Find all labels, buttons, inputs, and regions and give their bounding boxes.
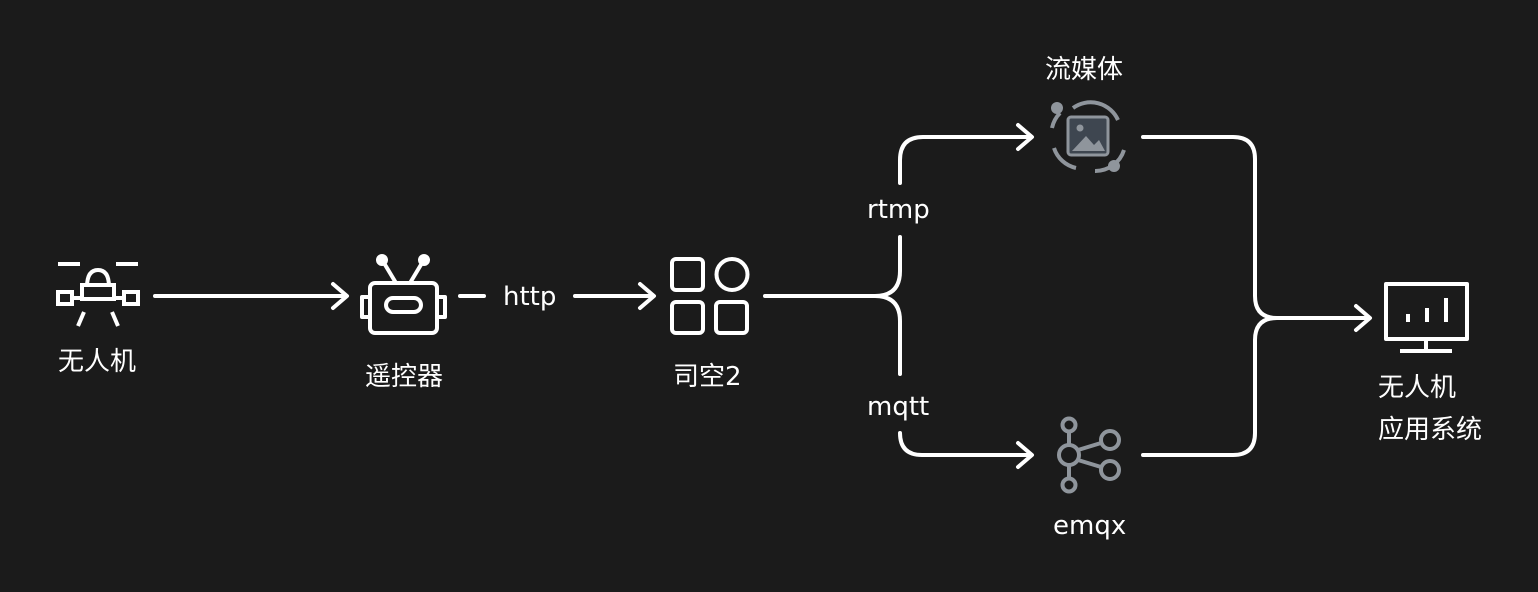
app-label-line2: 应用系统 bbox=[1378, 415, 1483, 445]
emqx-label: emqx bbox=[1053, 511, 1127, 541]
mqtt-edge-label: mqtt bbox=[867, 392, 930, 422]
brace-lower bbox=[873, 294, 902, 376]
hub-network-icon bbox=[1057, 416, 1121, 494]
app-label: 无人机 应用系统 bbox=[1378, 367, 1482, 451]
sikong-label: 司空2 bbox=[673, 362, 742, 392]
merge-from-emqx bbox=[1141, 316, 1279, 457]
brace-upper bbox=[873, 235, 902, 298]
streaming-label: 流媒体 bbox=[1045, 55, 1124, 85]
branch-rtmp-top bbox=[898, 135, 1032, 185]
http-edge-label: http bbox=[503, 282, 557, 312]
robot-icon bbox=[360, 254, 447, 335]
rtmp-edge-label: rtmp bbox=[867, 195, 930, 225]
arrowhead-app bbox=[1354, 304, 1372, 332]
branch-mqtt-bottom bbox=[898, 431, 1032, 457]
merge-from-streaming bbox=[1141, 135, 1279, 320]
drone-icon bbox=[56, 262, 140, 327]
remote-label: 遥控器 bbox=[365, 362, 444, 392]
arrowhead-sikong bbox=[638, 282, 656, 310]
arrowhead-streaming bbox=[1016, 123, 1034, 151]
apps-grid-icon bbox=[670, 257, 750, 335]
arrowhead-emqx bbox=[1016, 441, 1034, 469]
app-label-line1: 无人机 bbox=[1378, 373, 1457, 403]
image-sync-icon bbox=[1050, 100, 1126, 174]
drone-label: 无人机 bbox=[58, 347, 137, 377]
arrowhead-remote bbox=[331, 282, 349, 310]
monitor-chart-icon bbox=[1384, 282, 1469, 353]
